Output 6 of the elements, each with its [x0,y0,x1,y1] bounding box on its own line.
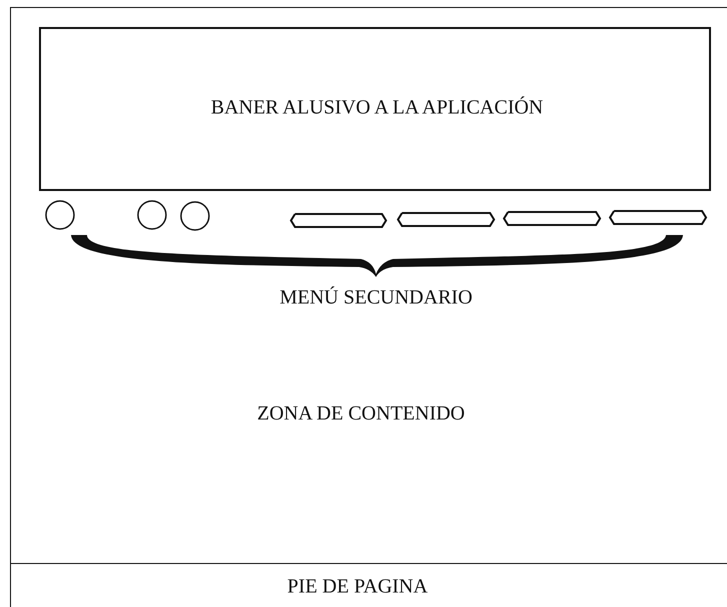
footer-text: PIE DE PAGINA [287,576,428,598]
section-label: MENÚ SECUNDARIO [280,286,472,310]
banner-text: BANER ALUSIVO A LA APLICACIÓN [210,96,544,120]
page-frame [10,7,727,607]
section-label: ZONA DE CONTENIDO [257,402,465,426]
banner-box [39,27,711,191]
